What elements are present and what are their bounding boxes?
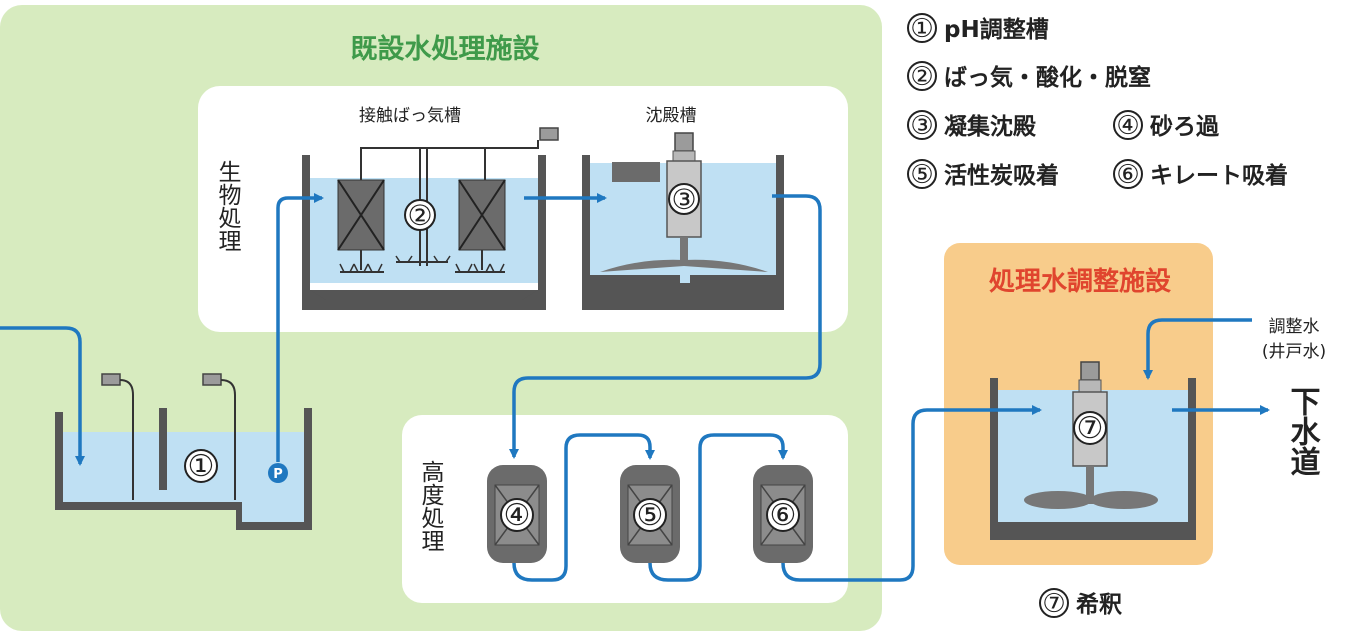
- inflow-pipe: [0, 326, 85, 466]
- legend: ① pH調整槽 ② ばっ気・酸化・脱窒 ③ 凝集沈殿 ④ 砂ろ過 ⑤ 活性炭吸着…: [907, 13, 1288, 619]
- legend-item-1: ① pH調整槽: [907, 13, 1049, 44]
- legend-item-7: ⑦ 希釈: [1039, 588, 1122, 619]
- pump-label: P: [273, 467, 283, 482]
- legend-marker-7: ⑦: [1042, 589, 1065, 619]
- pipe-filter4-to-5: [512, 433, 655, 582]
- legend-item-3: ③ 凝集沈殿: [907, 110, 1037, 141]
- legend-text-6: キレート吸着: [1150, 162, 1288, 189]
- pipe-settling-to-filter: [509, 194, 822, 459]
- marker-6-label: ⑥: [770, 498, 797, 533]
- ph-adjustment-tank: [55, 373, 312, 530]
- bio-section-label: 生物処理: [214, 160, 242, 252]
- legend-marker-2: ②: [910, 62, 933, 92]
- marker-7-label: ⑦: [1077, 411, 1104, 446]
- legend-text-3: 凝集沈殿: [944, 113, 1037, 140]
- adjust-water-pipe: [1143, 318, 1252, 380]
- marker-2-label: ②: [407, 199, 432, 232]
- marker-7: ⑦: [1073, 411, 1107, 446]
- legend-text-1: pH調整槽: [944, 16, 1049, 43]
- marker-5: ⑤: [633, 498, 667, 533]
- pipe-filter5-to-6: [648, 433, 788, 582]
- adjust-water-sublabel: (井戸水): [1262, 342, 1326, 362]
- adjust-water-label: 調整水: [1269, 317, 1320, 337]
- marker-4: ④: [500, 498, 534, 533]
- legend-text-7: 希釈: [1076, 591, 1122, 618]
- legend-item-4: ④ 砂ろ過: [1113, 110, 1220, 141]
- legend-item-6: ⑥ キレート吸着: [1113, 159, 1288, 190]
- marker-6: ⑥: [766, 498, 800, 533]
- legend-item-5: ⑤ 活性炭吸着: [907, 159, 1059, 190]
- contact-aeration-tank: [302, 127, 559, 310]
- legend-marker-3: ③: [910, 111, 933, 141]
- pump-icon: P: [268, 463, 288, 483]
- marker-5-label: ⑤: [637, 498, 664, 533]
- marker-2: ②: [404, 199, 436, 232]
- legend-text-2: ばっ気・酸化・脱窒: [944, 64, 1151, 91]
- legend-marker-6: ⑥: [1116, 160, 1139, 190]
- sewer-outlet-label: 下水道: [1285, 386, 1321, 477]
- advanced-section-label: 高度処理: [417, 460, 445, 552]
- aeration-tank-label: 接触ばっ気槽: [359, 106, 461, 126]
- marker-1: ①: [184, 449, 218, 484]
- settling-tank-label: 沈殿槽: [646, 106, 697, 126]
- marker-3: ③: [668, 183, 700, 216]
- legend-item-2: ② ばっ気・酸化・脱窒: [907, 61, 1151, 92]
- existing-facility-title: 既設水処理施設: [351, 33, 541, 65]
- legend-text-4: 砂ろ過: [1150, 113, 1220, 140]
- pipe-filter6-to-dilution: [781, 405, 1042, 582]
- marker-1-label: ①: [188, 449, 215, 484]
- legend-marker-1: ①: [910, 14, 933, 44]
- dilution-tank: [990, 361, 1196, 540]
- legend-marker-5: ⑤: [910, 160, 933, 190]
- pipe-ph-to-aeration: [276, 193, 324, 462]
- legend-text-5: 活性炭吸着: [944, 162, 1059, 189]
- flow-pipes: [0, 193, 1270, 582]
- legend-marker-4: ④: [1116, 111, 1139, 141]
- adjustment-facility-title: 処理水調整施設: [989, 266, 1172, 297]
- marker-4-label: ④: [504, 498, 531, 533]
- marker-3-label: ③: [671, 183, 696, 216]
